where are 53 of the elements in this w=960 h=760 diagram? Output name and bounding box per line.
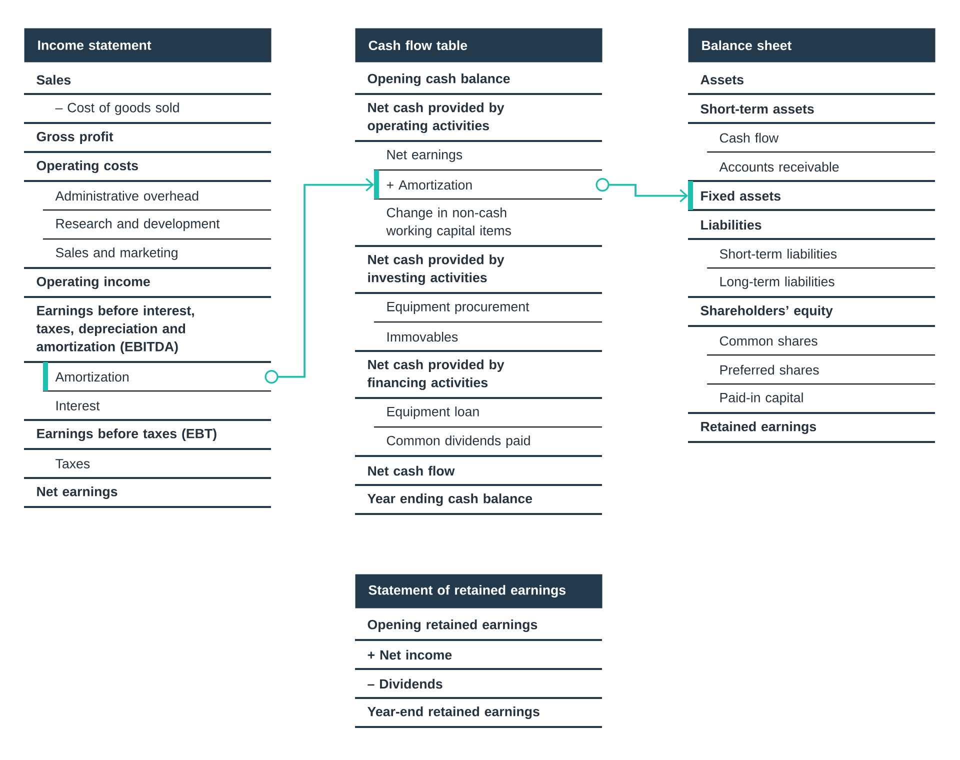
table-row: Common dividends paid	[355, 436, 602, 457]
table-row: Preferred shares	[706, 364, 936, 384]
table-row: Net cash provided by investing activities	[355, 254, 602, 294]
table-row: Operating costs	[24, 160, 271, 182]
table-row: Amortization	[42, 362, 272, 392]
table-row: – Cost of goods sold	[24, 102, 271, 124]
table-row: Administrative overhead	[42, 190, 272, 210]
table-row: Operating income	[24, 276, 271, 298]
node-label: Amortization	[55, 372, 128, 382]
table-row: Change in non-cash working capital items	[355, 208, 602, 247]
node-label: Fixed assets	[701, 190, 781, 201]
table-row: Assets	[688, 75, 935, 95]
table-row: Net cash provided by operating activities	[355, 102, 602, 142]
arrow	[596, 178, 688, 202]
table-row: + Amortization	[374, 170, 602, 200]
table-row: Net earnings	[24, 486, 271, 508]
table-row: Shareholders’ equity	[688, 306, 935, 327]
table-row: Opening cash balance	[355, 74, 602, 95]
table-row: Interest	[24, 401, 271, 421]
table-row: Short-term assets	[688, 104, 935, 124]
arrow	[264, 178, 374, 384]
node-label: + Amortization	[386, 180, 472, 190]
table-row: Taxes	[24, 459, 271, 479]
table-row: – Dividends	[355, 678, 602, 699]
table-row: Paid-in capital	[688, 392, 935, 414]
table-row: Cash flow	[706, 132, 936, 152]
table-header: Cash flow table	[355, 28, 602, 62]
table-row: Equipment loan	[374, 406, 602, 428]
table-row: Earnings before taxes (EBT)	[24, 428, 271, 450]
table-row: Short-term liabilities	[706, 248, 936, 268]
table-row: Net earnings	[374, 150, 602, 170]
table-row: Earnings before interest, taxes, depreciation and amortization (EBITDA)	[24, 306, 271, 363]
table-row: Liabilities	[688, 220, 935, 240]
table-header: Balance sheet	[688, 28, 936, 62]
table-row: Accounts receivable	[688, 162, 935, 182]
table-row: Common shares	[706, 336, 936, 356]
table-row: Year-end retained earnings	[355, 706, 602, 728]
table-row: Sales	[24, 74, 271, 95]
table-row: Net cash flow	[355, 466, 602, 486]
table-row: Gross profit	[24, 132, 271, 153]
table-row: + Net income	[355, 650, 602, 670]
table-row: Sales and marketing	[24, 248, 271, 269]
table-row: Retained earnings	[688, 422, 935, 443]
table-row: Fixed assets	[688, 181, 935, 211]
table-row: Year ending cash balance	[355, 494, 602, 515]
table-header: Statement of retained earnings	[355, 574, 602, 608]
table-row: Research and development	[42, 218, 272, 240]
table-row: Opening retained earnings	[355, 620, 602, 641]
table-row: Net cash provided by financing activities	[355, 360, 602, 399]
table-header: Income statement	[24, 28, 272, 62]
table-row: Equipment procurement	[374, 302, 602, 322]
table-row: Immovables	[355, 332, 602, 352]
table-row: Long-term liabilities	[688, 276, 935, 298]
